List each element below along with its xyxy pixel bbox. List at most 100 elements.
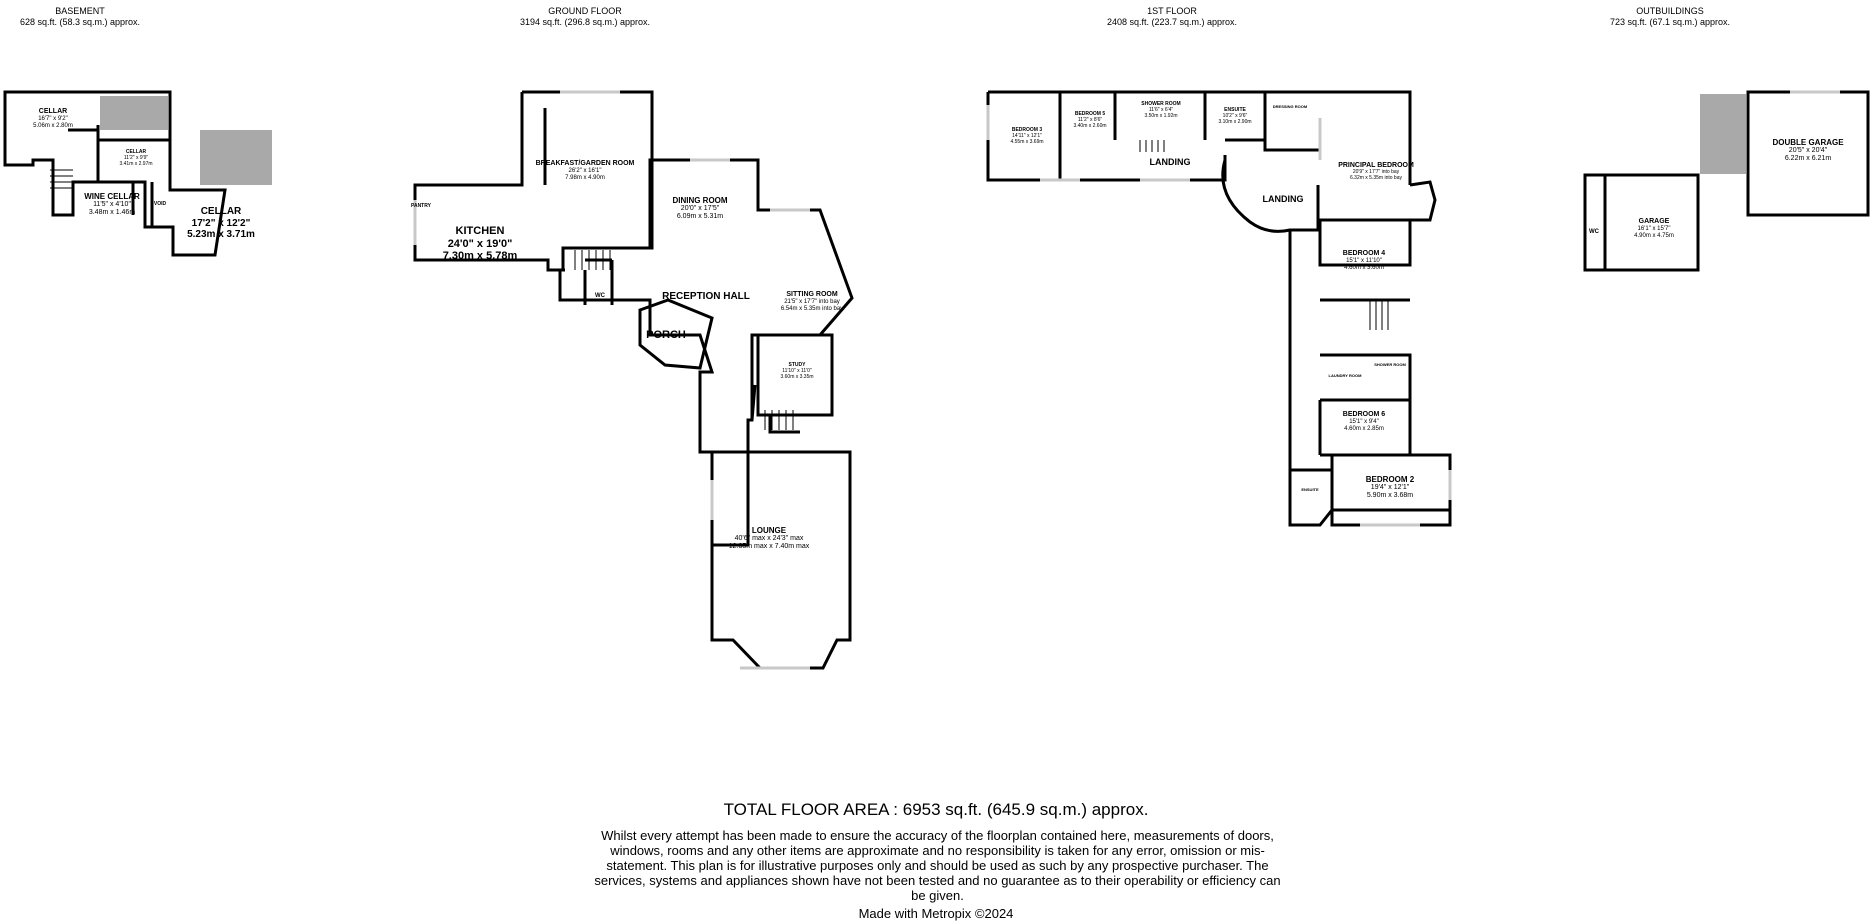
floor-title: OUTBUILDINGS [1636,6,1704,16]
room-name: DINING ROOM [672,196,728,205]
room-imperial: 11'6" x 6'4" [1148,106,1174,113]
stairs-ground-2 [764,410,794,430]
room-imperial: 11'10" x 11'0" [782,367,812,374]
room-lounge: LOUNGE 40'6" max x 24'3" max 12.35m max … [729,526,810,551]
room-name: KITCHEN [455,225,505,237]
room-dressing-room: DRESSING ROOM [1272,104,1308,109]
room-name: BEDROOM 5 [1074,111,1106,117]
room-metric: 6.22m x 6.21m [1784,155,1832,163]
room-metric: 5.90m x 3.68m [1366,492,1414,500]
outbuildings-void-area [1700,94,1746,174]
room-metric: 6.09m x 5.31m [676,213,724,221]
ground-inner-walls [543,108,650,305]
room-name: ENSUITE [1224,107,1246,113]
room-bedroom-3: BEDROOM 3 14'11" x 12'1" 4.55m x 3.69m [1010,127,1044,145]
room-laundry: LAUNDRY ROOM [1328,373,1362,378]
stairs-first [1139,140,1165,152]
room-garage: GARAGE 16'1" x 15'7" 4.90m x 4.75m [1634,218,1674,240]
room-imperial: 20'5" x 20'4" [1788,147,1828,155]
room-sitting: SITTING ROOM 21'5" x 17'7" into bay 6.54… [781,291,843,313]
room-name: BREAKFAST/GARDEN ROOM [535,160,635,167]
room-metric: 3.48m x 1.46m [88,209,136,217]
room-imperial: 11'5" x 4'10" [93,201,131,209]
stairs-ground [574,250,611,270]
room-name: BEDROOM 2 [1365,475,1415,484]
room-imperial: 20'9" x 17'7" into bay [1352,169,1400,176]
room-void: VOID [153,201,167,208]
ground-lounge-walls [710,450,852,670]
room-name: CELLAR [125,149,147,155]
room-metric: 3.10m x 2.90m [1218,118,1252,125]
room-wine-cellar: WINE CELLAR 11'5" x 4'10" 3.48m x 1.46m [84,192,140,217]
room-pantry: PANTRY [411,203,431,210]
floor-header-first: 1ST FLOOR 2408 sq.ft. (223.7 sq.m.) appr… [1072,6,1272,28]
room-imperial: 10'2" x 9'6" [1222,112,1248,119]
room-imperial: 19'4" x 12'1" [1370,484,1410,492]
room-landing-2: LANDING [1262,194,1304,204]
room-imperial: 16'1" x 15'7" [1637,226,1671,233]
floor-title: 1ST FLOOR [1147,6,1197,16]
room-name: PRINCIPAL BEDROOM [1338,162,1414,169]
floor-area: 628 sq.ft. (58.3 sq.m.) approx. [19,17,141,27]
stairs-basement [50,169,73,189]
room-metric: 5.06m x 2.80m [33,122,73,129]
room-imperial: 15'1" x 11'10" [1346,258,1382,265]
floor-header-ground: GROUND FLOOR 3194 sq.ft. (296.8 sq.m.) a… [485,6,685,28]
room-bedroom-4: BEDROOM 4 15'1" x 11'10" 4.60m x 3.60m [1343,250,1385,272]
room-name: BEDROOM 3 [1011,127,1043,133]
room-principal-bedroom: PRINCIPAL BEDROOM 20'9" x 17'7" into bay… [1338,162,1414,182]
room-metric: 3.40m x 2.60m [1073,122,1107,129]
room-imperial: 26'2" x 16'1" [568,168,602,175]
ground-porch-walls [638,298,714,370]
window-markers [413,90,1840,670]
room-name: SITTING ROOM [786,291,838,298]
room-name: LOUNGE [751,526,787,535]
room-cellar-1: CELLAR 16'7" x 9'2" 5.06m x 2.80m [33,108,73,130]
room-metric: 4.55m x 3.69m [1010,138,1044,145]
room-bedroom-6: BEDROOM 6 15'1" x 9'4" 4.60m x 2.85m [1343,411,1385,433]
room-name: STUDY [788,362,806,368]
room-bedroom-2: BEDROOM 2 19'4" x 12'1" 5.90m x 3.68m [1366,475,1414,500]
first-landing-walls [1221,159,1452,527]
floor-title: GROUND FLOOR [548,6,622,16]
room-imperial: 16'7" x 9'2" [38,116,68,123]
floor-area: 3194 sq.ft. (296.8 sq.m.) approx. [519,17,651,27]
room-name: PANTRY [411,203,431,209]
total-floor-area: TOTAL FLOOR AREA : 6953 sq.ft. (645.9 sq… [723,800,1149,819]
room-ensuite-1: ENSUITE 10'2" x 9'6" 3.10m x 2.90m [1218,107,1252,125]
garage-walls [1583,173,1700,272]
room-wc: WC [595,293,605,299]
room-name: WINE CELLAR [84,192,140,201]
room-name: DOUBLE GARAGE [1772,138,1844,147]
floor-area: 2408 sq.ft. (223.7 sq.m.) approx. [1106,17,1238,27]
room-name: CELLAR [38,108,68,115]
room-double-garage: DOUBLE GARAGE 20'5" x 20'4" 6.22m x 6.21… [1772,138,1843,163]
floor-title: BASEMENT [55,6,105,16]
room-metric: 4.60m x 3.60m [1344,264,1384,271]
room-metric: 3.41m x 2.97m [119,160,153,167]
room-ensuite-2: ENSUITE [1301,487,1319,492]
first-north-wing-walls [986,90,1412,185]
floor-header-outbuildings: OUTBUILDINGS 723 sq.ft. (67.1 sq.m.) app… [1570,6,1770,28]
room-imperial: 14'11" x 12'1" [1012,132,1042,139]
room-breakfast-garden: BREAKFAST/GARDEN ROOM 26'2" x 16'1" 7.98… [536,160,635,182]
room-kitchen: KITCHEN 24'0" x 19'0" 7.30m x 5.78m [443,225,518,263]
room-metric: 3.50m x 1.92m [1144,112,1178,119]
room-imperial: 11'2" x 9'9" [123,154,149,161]
room-metric: 3.60m x 3.35m [780,373,814,380]
room-wc-outbuilding: WC [1589,229,1599,235]
room-metric: 7.30m x 5.78m [442,250,518,263]
room-imperial: 24'0" x 19'0" [447,237,513,250]
basement-void-area-2 [200,130,272,185]
first-bedroom2-walls [1290,453,1452,527]
room-metric: 6.32m x 5.35m into bay [1350,174,1402,181]
room-name: VOID [153,201,167,207]
room-metric: 12.35m max x 7.40m max [728,543,810,551]
room-imperial: 17'2" x 12'2" [191,217,251,229]
room-metric: 7.98m x 4.90m [565,174,605,181]
metropix-credit: Made with Metropix ©2024 [858,906,1014,921]
room-metric: 4.90m x 4.75m [1634,232,1674,239]
stairs-first-2 [1369,300,1389,330]
room-cellar-3: CELLAR 17'2" x 12'2" 5.23m x 3.71m [187,206,255,241]
